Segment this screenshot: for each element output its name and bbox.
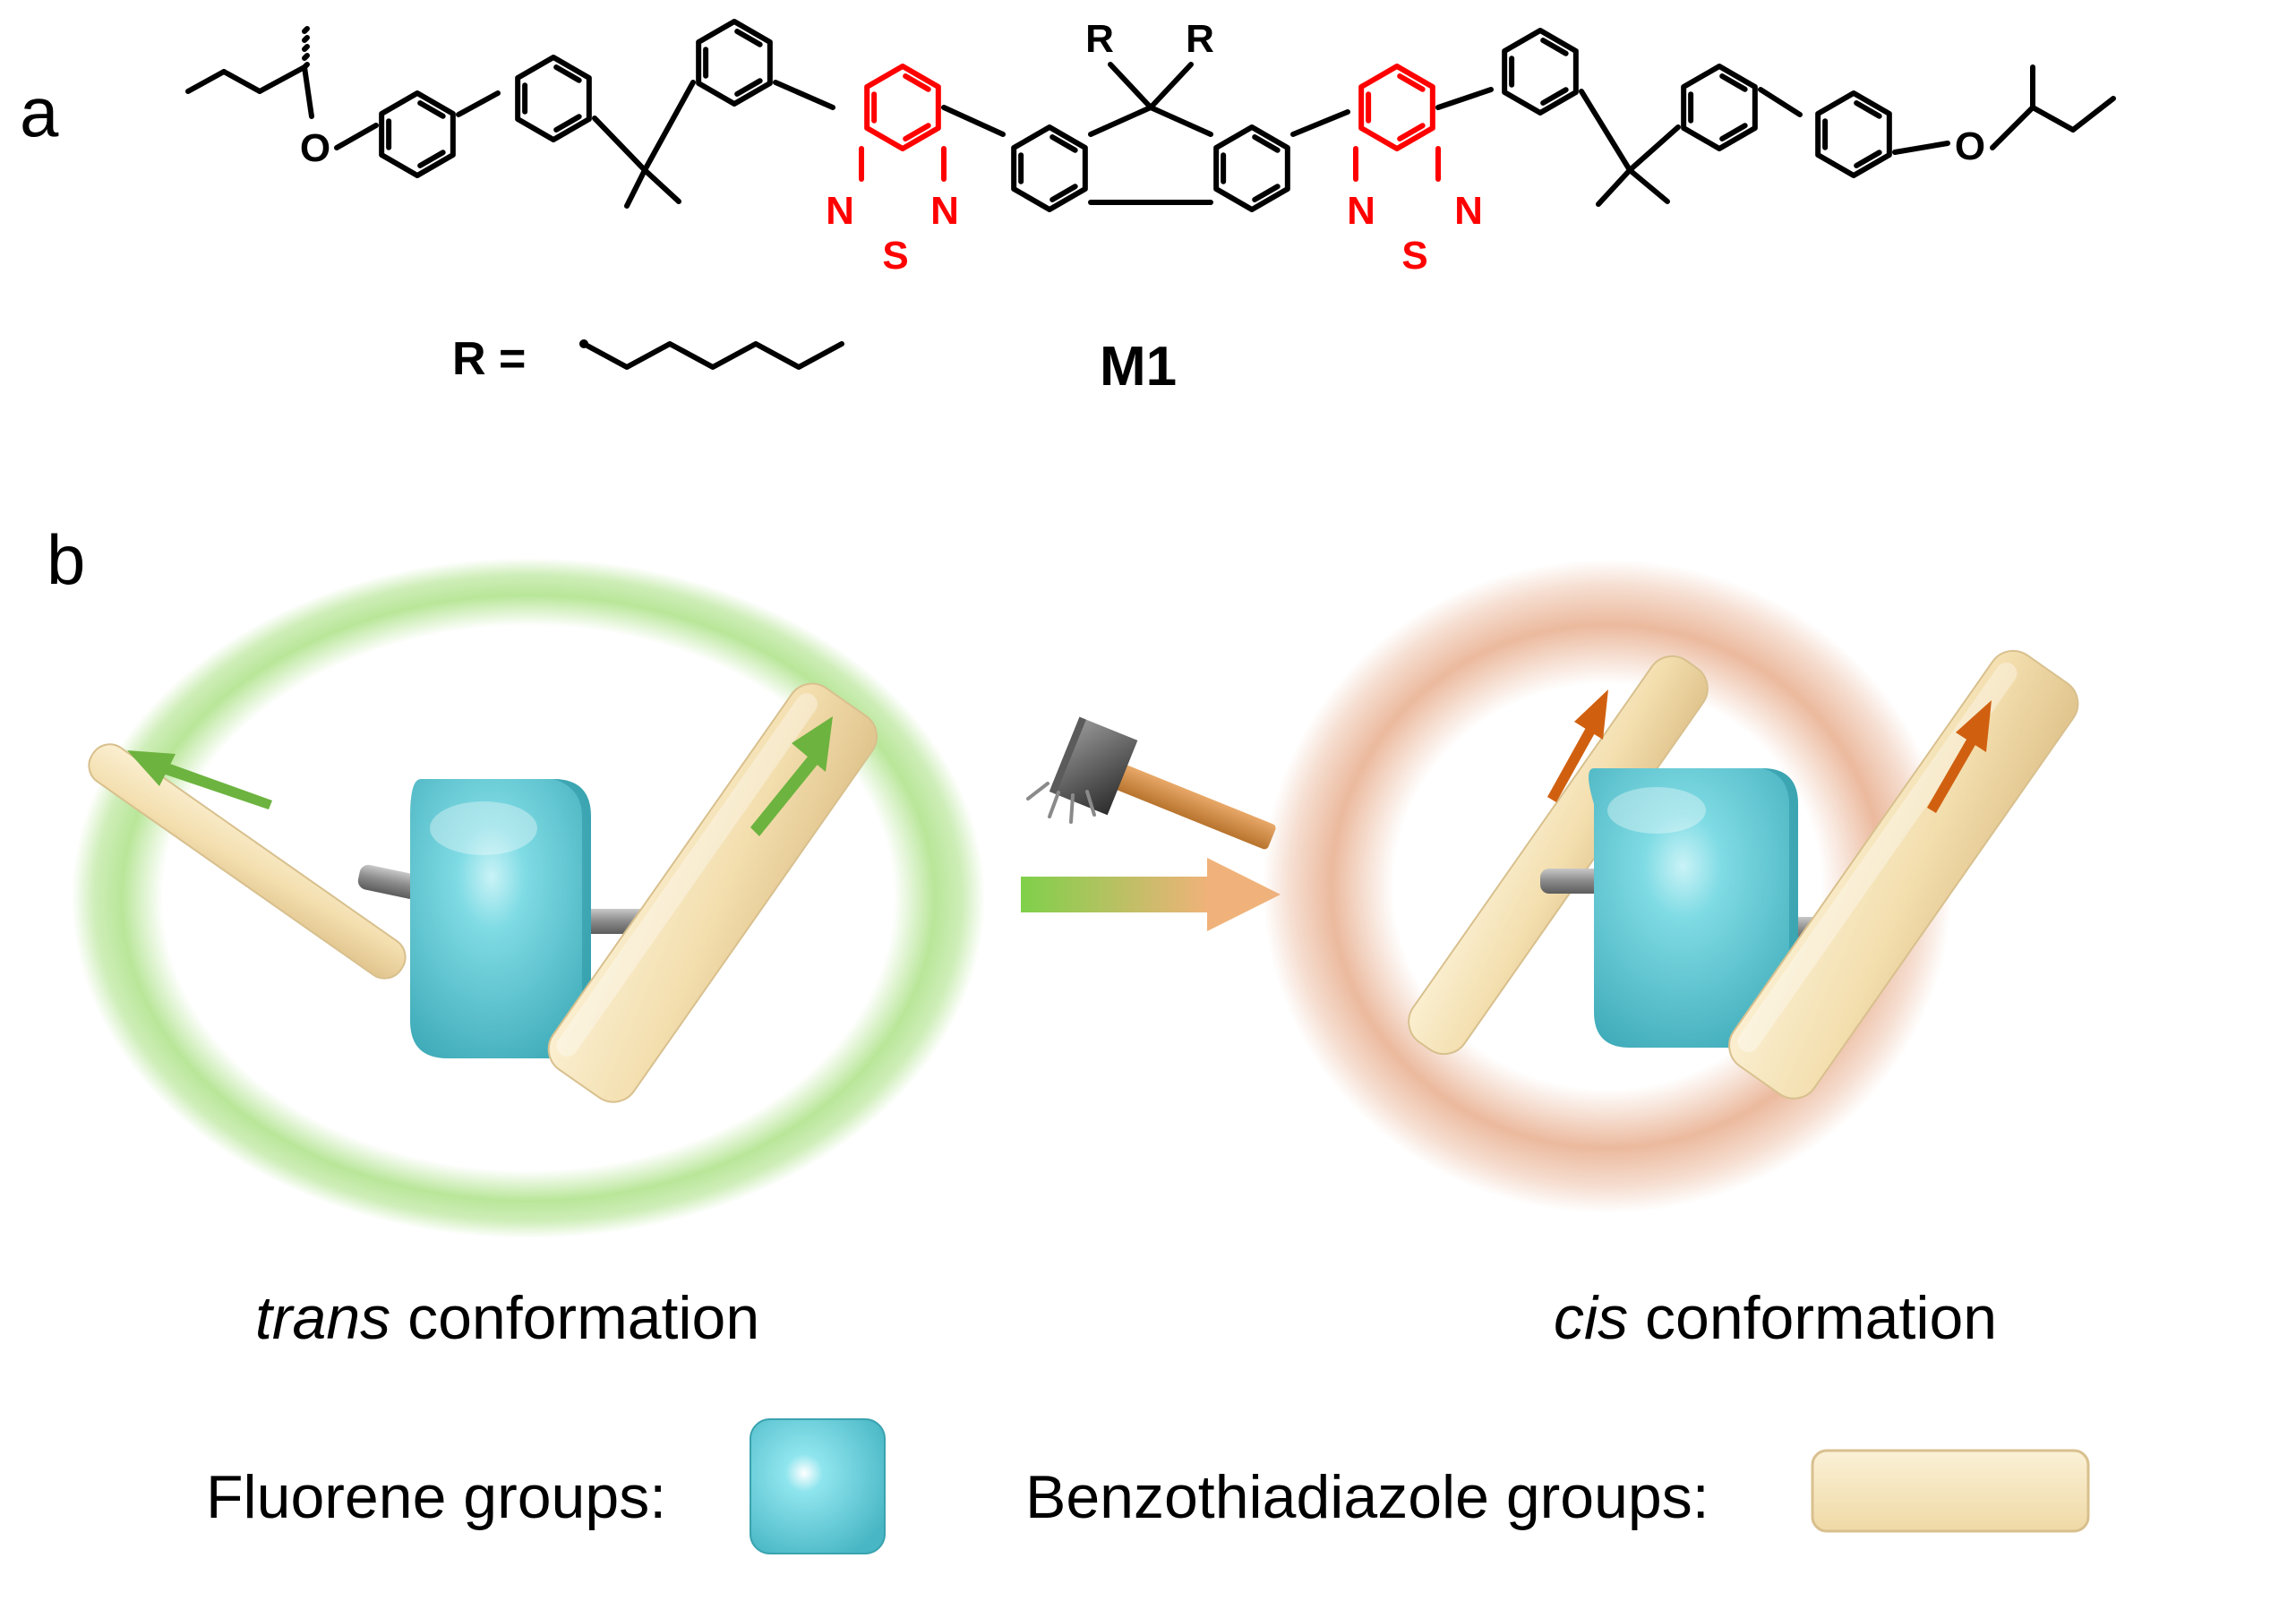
r-bond bbox=[1108, 62, 1153, 110]
phenyl-ring-right-double-bond bbox=[1854, 100, 1882, 119]
cis-fluorene-cube bbox=[1589, 768, 1798, 1048]
fluorene-center-ring-b-double-bond bbox=[1252, 134, 1281, 153]
panel-a-label: a bbox=[20, 73, 59, 151]
hexyl-chain bbox=[579, 339, 844, 370]
fluorene-right-ring-b bbox=[1681, 64, 1758, 151]
fluorene-left-ring-b-double-bond bbox=[734, 78, 763, 97]
trans-conformation-model bbox=[72, 558, 985, 1238]
oxygen-atom-right: O bbox=[1955, 124, 1985, 168]
alkyl-bond bbox=[1990, 105, 2035, 150]
fluorene-bridge bbox=[592, 116, 647, 173]
btd-right-s: S bbox=[1401, 234, 1427, 278]
btd-left-s: S bbox=[882, 234, 908, 278]
fluorene-bridge bbox=[1627, 124, 1681, 173]
fluorene-center-ring-a-double-bond bbox=[1049, 184, 1078, 202]
alkyl-bond bbox=[221, 69, 262, 94]
stereo-hash bbox=[302, 53, 310, 61]
aryl-bond bbox=[1758, 87, 1803, 117]
btd-left-benzene-double-bond bbox=[903, 73, 931, 92]
btd-left-benzene-double-bond bbox=[903, 123, 931, 141]
btd-right-n1: N bbox=[1347, 189, 1375, 233]
ether-bond bbox=[334, 123, 379, 150]
aryl-bond bbox=[456, 90, 501, 117]
fluorene-center-ring-a bbox=[1011, 124, 1088, 212]
phenyl-ring-right-double-bond bbox=[1854, 150, 1882, 168]
stereo-hash bbox=[302, 35, 310, 43]
trans-caption: trans conformation bbox=[255, 1284, 759, 1352]
phenyl-ring-right bbox=[1815, 90, 1892, 178]
alkyl-bond bbox=[185, 69, 227, 94]
methyl-bond bbox=[642, 167, 681, 204]
cis-btd-bar-front bbox=[1728, 649, 2079, 1100]
fluorene-bridge bbox=[1148, 105, 1213, 137]
r-group-right: R bbox=[1186, 17, 1214, 61]
fluorene-center-ring-b-double-bond bbox=[1252, 184, 1281, 202]
aryl-bond bbox=[1290, 109, 1350, 137]
oxygen-atom-left: O bbox=[300, 126, 330, 170]
btd-right-benzene-double-bond bbox=[1397, 123, 1426, 141]
btd-left-benzene bbox=[864, 64, 941, 151]
phenyl-ring-left-double-bond bbox=[417, 100, 446, 119]
legend-fluorene-label: Fluorene groups: bbox=[206, 1463, 666, 1531]
fluorene-left-ring-b bbox=[696, 19, 773, 107]
alkyl-bond bbox=[302, 64, 314, 119]
btd-right-benzene bbox=[1358, 64, 1435, 151]
fluorene-center-ring-a-double-bond bbox=[1049, 134, 1078, 153]
r-definition-label: R = bbox=[452, 333, 526, 385]
aryl-bond bbox=[941, 105, 1006, 137]
phenyl-ring-left-double-bond bbox=[417, 150, 446, 168]
stereo-hash bbox=[302, 26, 310, 34]
legend-benzothiadiazole-label: Benzothiadiazole groups: bbox=[1025, 1463, 1709, 1531]
methyl-bond bbox=[1596, 167, 1632, 207]
alkyl-bond bbox=[257, 64, 307, 94]
fluorene-left-ring-a-double-bond bbox=[553, 114, 582, 133]
transition-arrow-icon bbox=[1021, 858, 1281, 931]
methyl-bond bbox=[1627, 167, 1670, 204]
btd-right-n2: N bbox=[1454, 189, 1483, 233]
hammer-icon bbox=[1026, 716, 1276, 850]
btd-right-benzene-double-bond bbox=[1397, 73, 1426, 92]
aryl-bond bbox=[1435, 87, 1494, 110]
aryl-bond bbox=[773, 80, 835, 110]
btd-left-n2: N bbox=[930, 189, 959, 233]
fluorene-right-ring-a bbox=[1502, 28, 1579, 116]
methyl-bond bbox=[624, 167, 647, 209]
fluorene-center-ring-b bbox=[1213, 124, 1290, 212]
fluorene-left-ring-a-double-bond bbox=[553, 64, 582, 83]
ether-bond bbox=[1892, 141, 1950, 155]
r-group-left: R bbox=[1085, 17, 1114, 61]
fluorene-right-ring-b-double-bond bbox=[1719, 73, 1748, 92]
cis-caption: cis conformation bbox=[1554, 1284, 1997, 1352]
fluorene-bridge bbox=[1579, 89, 1632, 173]
legend-benzothiadiazole-swatch bbox=[1811, 1449, 2090, 1533]
fluorene-right-ring-a-double-bond bbox=[1540, 87, 1569, 106]
phenyl-ring-left bbox=[379, 90, 456, 178]
trans-fluorene-cube bbox=[410, 779, 591, 1058]
legend-fluorene-swatch bbox=[750, 1418, 886, 1554]
btd-left-n1: N bbox=[826, 189, 854, 233]
fluorene-right-ring-b-double-bond bbox=[1719, 123, 1748, 141]
fluorene-bridge bbox=[1088, 105, 1153, 137]
fluorene-left-ring-a bbox=[515, 55, 592, 142]
panel-b-label: b bbox=[47, 520, 85, 599]
molecule-name: M1 bbox=[1100, 336, 1177, 398]
fluorene-left-ring-b-double-bond bbox=[734, 29, 763, 47]
fluorene-bridge bbox=[642, 80, 696, 173]
fluorene-right-ring-a-double-bond bbox=[1540, 38, 1569, 56]
alkyl-bond bbox=[2030, 105, 2076, 133]
alkyl-bond bbox=[2070, 96, 2116, 133]
r-bond bbox=[1148, 62, 1194, 110]
cis-conformation-model bbox=[1263, 560, 2079, 1213]
stereo-hash bbox=[302, 44, 310, 52]
